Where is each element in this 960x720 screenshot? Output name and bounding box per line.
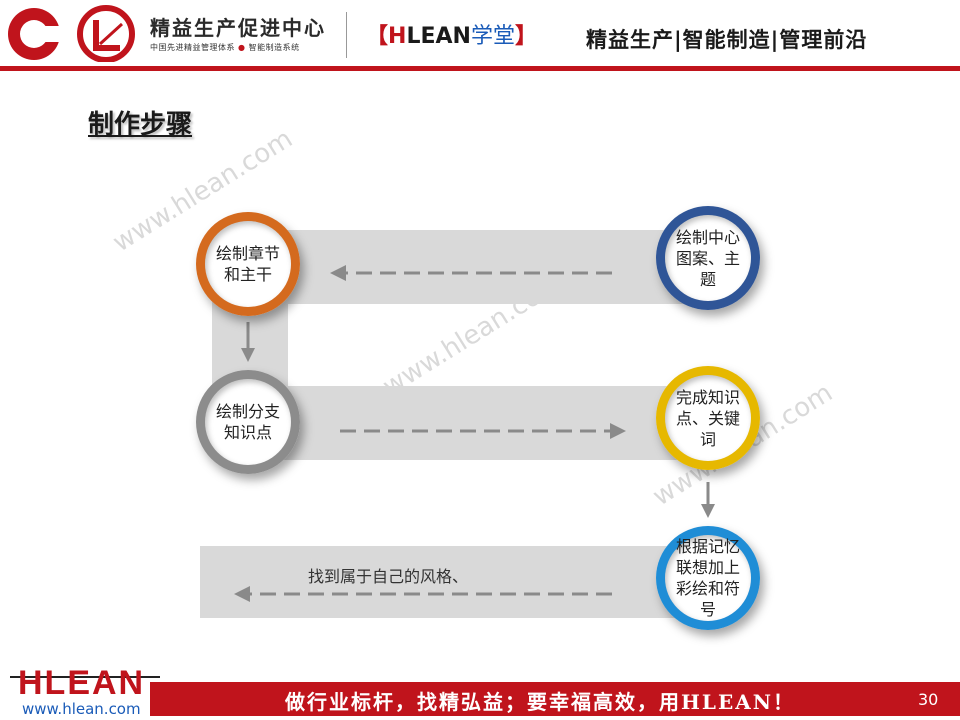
tag-lean: LEAN xyxy=(406,24,471,49)
ring-inner xyxy=(665,215,751,301)
hlean-logo-icon xyxy=(8,5,135,62)
step-chapters-trunk: 绘制章节和主干 xyxy=(196,212,300,316)
step-label: 绘制中心图案、主题 xyxy=(675,227,740,289)
band-row-3 xyxy=(200,546,710,618)
brand-sub-right: 智能制造系统 xyxy=(248,43,300,52)
step-label: 绘制分支知识点 xyxy=(215,402,280,442)
header-divider xyxy=(346,12,347,58)
step-keywords: 完成知识点、关键词 xyxy=(656,366,760,470)
dot-icon: ● xyxy=(238,43,246,52)
step-branch-points: 绘制分支知识点 xyxy=(196,370,300,474)
footer-line xyxy=(10,676,160,678)
brand-title: 精益生产促进中心 xyxy=(150,16,326,40)
step-central-theme: 绘制中心图案、主题 xyxy=(656,206,760,310)
header: 精益生产促进中心 中国先进精益管理体系 ● 智能制造系统 【HLEAN学堂】 精… xyxy=(0,0,960,66)
brand-subtitle: 中国先进精益管理体系 ● 智能制造系统 xyxy=(150,42,300,53)
band-row-2 xyxy=(250,386,710,460)
ring-inner xyxy=(205,221,291,307)
tag-xuetang: 学堂 xyxy=(470,24,515,49)
step-color-symbols: 根据记忆联想加上彩绘和符号 xyxy=(656,526,760,630)
ring-inner xyxy=(665,375,751,461)
tag-close: 】 xyxy=(514,24,537,49)
tag-h: H xyxy=(388,24,407,49)
hlean-tag: 【HLEAN学堂】 xyxy=(366,18,537,50)
footer-bar xyxy=(150,682,960,716)
footer-logo: HLEAN xyxy=(18,664,145,703)
step-label: 绘制章节和主干 xyxy=(215,244,280,284)
ring-inner xyxy=(205,379,291,465)
page-number: 30 xyxy=(918,690,939,709)
band-row-1 xyxy=(250,230,710,304)
ring-inner xyxy=(665,535,751,621)
tag-open: 【 xyxy=(366,24,389,49)
brand-sub-left: 中国先进精益管理体系 xyxy=(150,43,235,52)
step-label: 完成知识点、关键词 xyxy=(675,387,740,449)
header-bar xyxy=(0,66,960,71)
header-slogan: 精益生产|智能制造|管理前沿 xyxy=(586,28,868,52)
final-step-text: 找到属于自己的风格、 xyxy=(308,567,469,586)
section-title: 制作步骤 xyxy=(88,110,193,140)
footer-slogan: 做行业标杆，找精弘益；要幸福高效，用HLEAN！ xyxy=(285,690,796,714)
step-label: 根据记忆联想加上彩绘和符号 xyxy=(675,537,740,619)
footer-logo-text: HLEAN xyxy=(18,664,146,702)
footer-url[interactable]: www.hlean.com xyxy=(22,700,141,718)
